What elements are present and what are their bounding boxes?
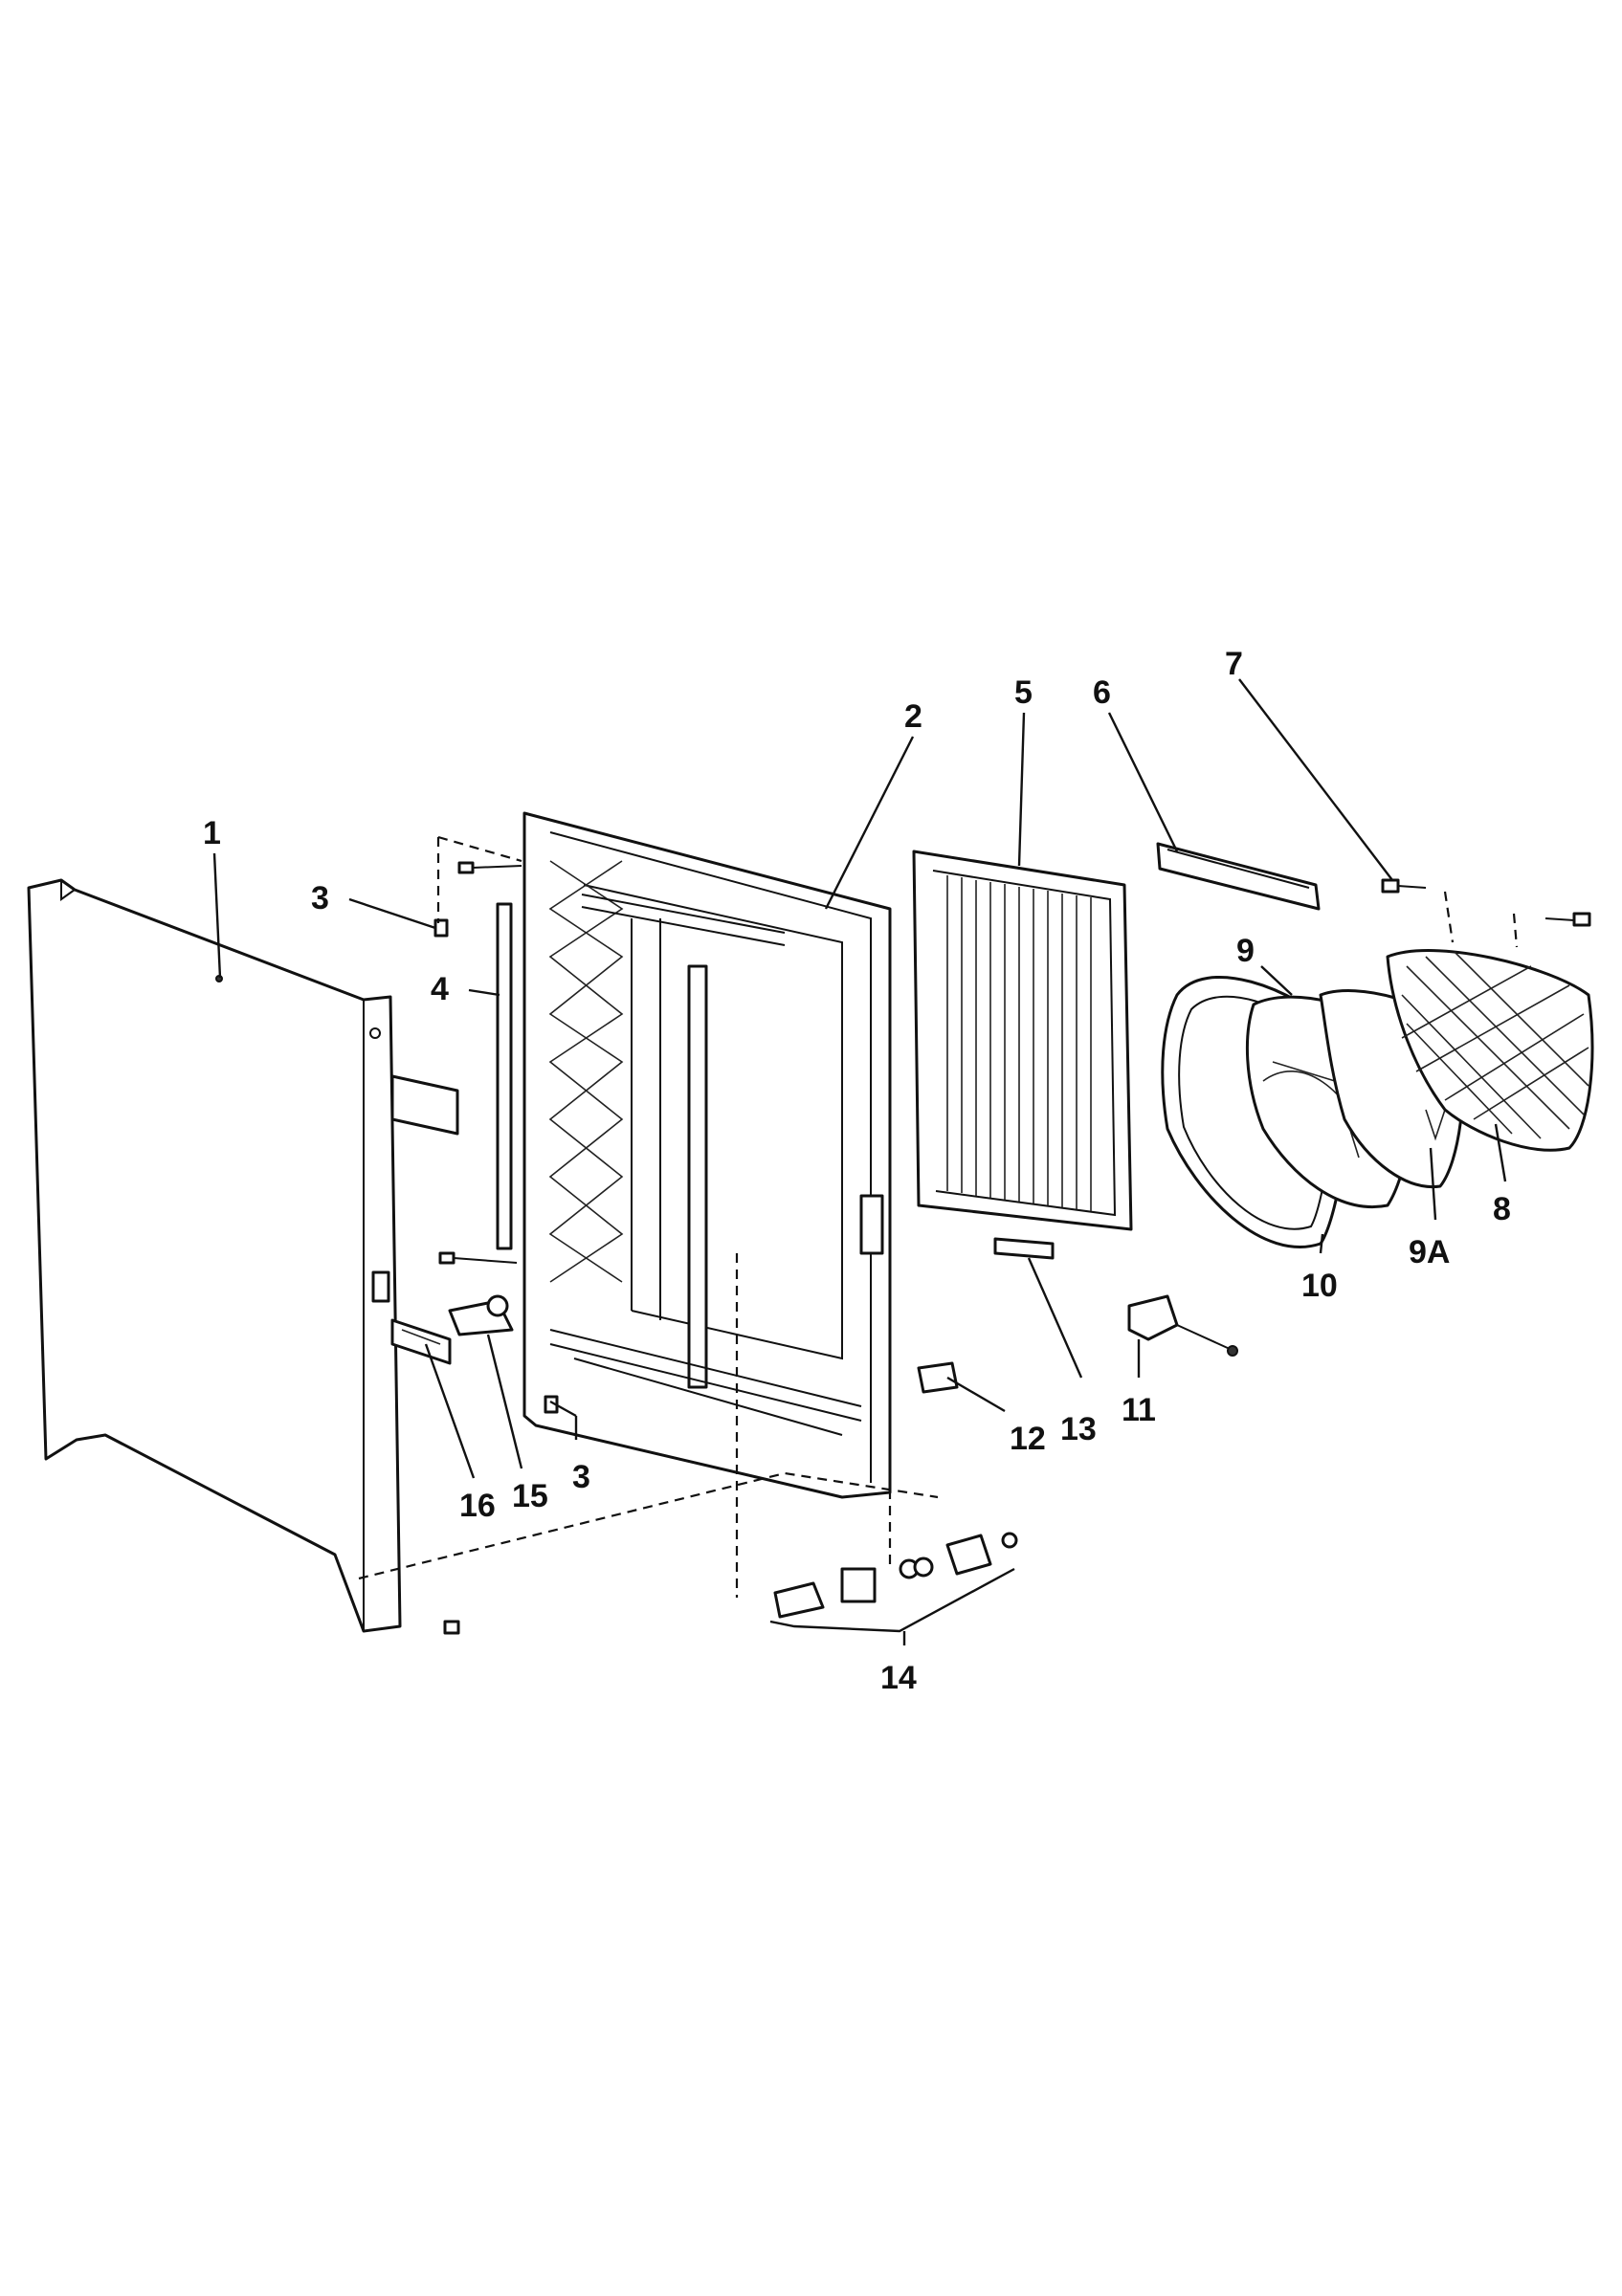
callout-8: 8	[1493, 1191, 1511, 1227]
main-frame	[522, 811, 892, 1499]
callout-4: 4	[431, 971, 449, 1007]
callout-1: 1	[203, 815, 221, 851]
rod-4	[496, 902, 513, 1250]
callout-14: 14	[880, 1660, 917, 1696]
callout-3b: 3	[572, 1459, 590, 1495]
screw-7	[1381, 878, 1427, 894]
callout-15: 15	[512, 1478, 548, 1514]
callout-7: 7	[1225, 646, 1243, 682]
callout-11: 11	[1122, 1392, 1156, 1428]
callout-9A: 9A	[1409, 1234, 1450, 1270]
alignment-lines	[358, 835, 1519, 1598]
callout-labels: 1 2 3 3 4 5 6 7 8 9 9A 10 11 12 13 14 15…	[203, 646, 1511, 1696]
heating-element-5	[912, 850, 1133, 1231]
callout-12: 12	[1010, 1421, 1046, 1457]
side-panel	[27, 878, 402, 1633]
grille-8	[1386, 949, 1594, 1152]
valve-assembly-14	[773, 1532, 1018, 1619]
switch-11	[1127, 1294, 1238, 1357]
bracket-15	[448, 1294, 514, 1336]
callout-5: 5	[1014, 674, 1033, 711]
callout-6: 6	[1093, 674, 1111, 711]
callout-16: 16	[459, 1488, 496, 1524]
screw-grille	[1544, 912, 1591, 927]
callout-3a: 3	[311, 880, 329, 916]
leader-lines	[212, 678, 1507, 1645]
callout-10: 10	[1301, 1268, 1338, 1304]
callout-2: 2	[904, 698, 922, 735]
clip-12	[917, 1361, 959, 1394]
gasket-6	[1156, 842, 1321, 911]
callout-13: 13	[1060, 1411, 1097, 1447]
callout-9: 9	[1236, 933, 1255, 969]
plate-13	[993, 1237, 1055, 1260]
strip	[390, 1074, 459, 1136]
bracket-16	[390, 1318, 452, 1365]
screws	[433, 861, 559, 1635]
